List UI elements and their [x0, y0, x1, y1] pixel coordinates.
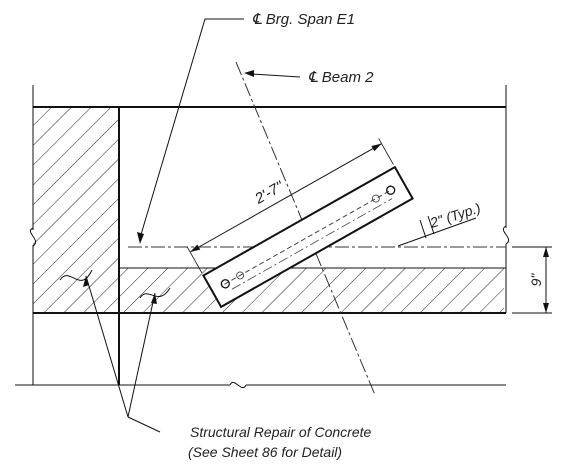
bottom-break-symbol: [229, 381, 247, 389]
break-symbols: [29, 225, 510, 389]
hatch-break-right: [139, 287, 171, 299]
repair-arrow-2: [151, 293, 157, 304]
beam-leader: [244, 70, 301, 78]
length-arrow-right: [371, 143, 382, 152]
brg-span-leader: [137, 18, 244, 244]
edge-dim-leader: [397, 217, 477, 247]
beam-label: ℄ Beam 2: [308, 69, 374, 86]
length-ext-left: [186, 246, 203, 274]
depth-dim-label: 9": [528, 273, 544, 287]
length-dim-label: 2'-7": [251, 178, 287, 208]
repair-leader-3: [127, 416, 161, 433]
repair-hatch-regions: [33, 107, 504, 313]
edge-dim-tick-1: [419, 219, 427, 239]
repair-leader-1: [85, 275, 129, 418]
brg-span-leader-line: [139, 18, 244, 239]
ledge-hatch: [119, 268, 504, 313]
depth-dimension: [512, 246, 552, 314]
repair-note-line2: (See Sheet 86 for Detail): [188, 444, 342, 460]
beam-leader-line: [251, 73, 301, 78]
length-dim-line: [189, 143, 382, 253]
anchor-hole-left: [236, 271, 245, 280]
edge-distance-label: 2" (Typ.): [427, 200, 483, 232]
anchor-bolt-left: [220, 279, 230, 289]
anchor-hole-right: [371, 194, 380, 203]
repair-note-line1: Structural Repair of Concrete: [190, 424, 372, 440]
anchor-line: [224, 189, 392, 285]
plate-centerline: [231, 198, 393, 290]
repair-arrow-1: [83, 276, 89, 287]
brg-span-leader-arrow: [137, 232, 144, 244]
anchor-bolt-right: [386, 185, 396, 195]
abutment-hatch: [33, 107, 119, 313]
right-break-symbol: [502, 225, 510, 245]
left-break-symbol: [29, 227, 37, 247]
repair-leader-2: [127, 292, 156, 418]
length-arrow-left: [190, 244, 201, 253]
edge-dim-tick-2: [427, 215, 435, 235]
depth-arrow-bottom: [543, 303, 549, 313]
hatch-break-left: [59, 269, 93, 281]
repair-note-leaders: [83, 275, 161, 433]
brg-span-label: ℄ Brg. Span E1: [252, 11, 355, 28]
structure-outlines: [15, 85, 507, 386]
depth-arrow-top: [543, 247, 549, 257]
edge-distance-dimension: [397, 215, 477, 247]
length-ext-right: [378, 138, 394, 165]
beam-leader-arrow: [244, 70, 254, 77]
